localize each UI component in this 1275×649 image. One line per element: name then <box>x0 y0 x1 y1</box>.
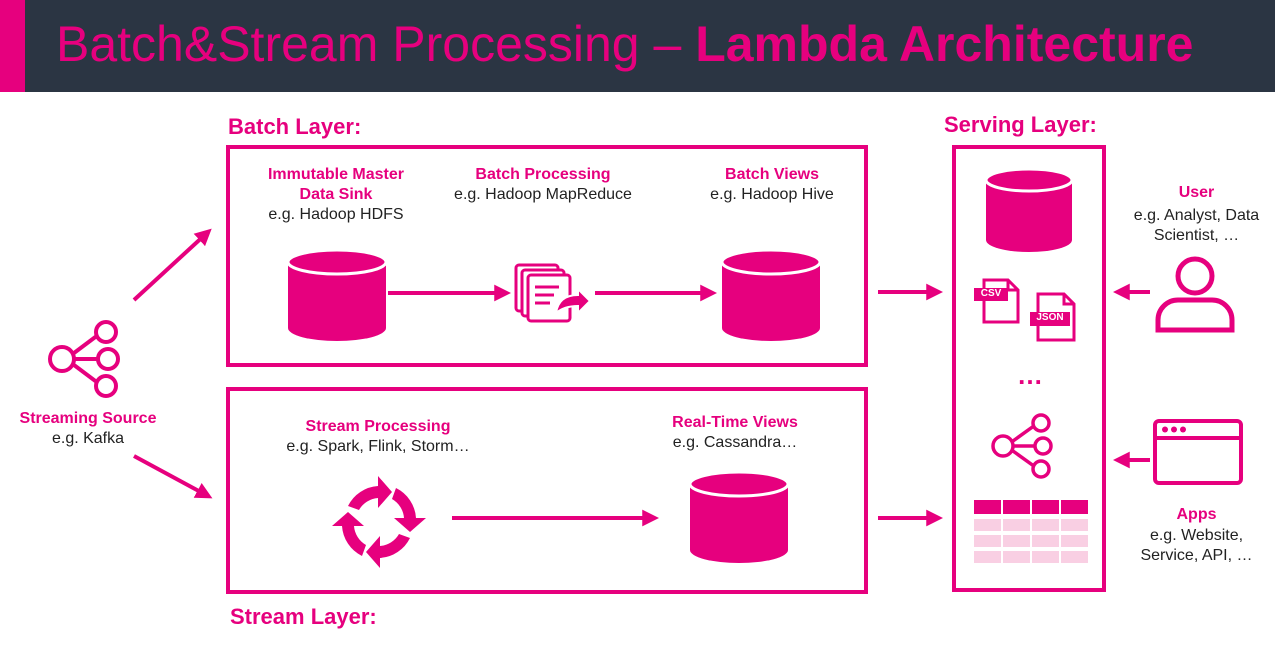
page-title: Batch&Stream Processing – Lambda Archite… <box>56 14 1193 74</box>
stream-layer-label: Stream Layer: <box>230 604 377 629</box>
sink-title-2: Data Sink <box>299 186 373 203</box>
stream-processing-example: e.g. Spark, Flink, Storm… <box>286 438 470 455</box>
share-icon <box>991 413 1053 479</box>
refresh-cycle-icon <box>332 476 426 568</box>
document-process-icon <box>514 263 592 323</box>
title-regular: Batch&Stream Processing – <box>56 16 696 72</box>
source-example: e.g. Kafka <box>51 430 125 447</box>
database-icon <box>984 168 1074 252</box>
database-icon <box>720 248 822 341</box>
user-title: User <box>1178 184 1215 201</box>
apps-example-2: Service, API, … <box>1140 547 1253 564</box>
realtime-views-example: e.g. Cassandra… <box>672 434 798 451</box>
table-icon <box>974 500 1088 563</box>
arrow-source-to-batch <box>132 228 212 302</box>
batch-processing-title: Batch Processing <box>475 166 611 183</box>
batch-views-example: e.g. Hadoop Hive <box>710 186 834 203</box>
user-example-1: e.g. Analyst, Data <box>1133 207 1260 224</box>
csv-label: CSV <box>980 288 1002 299</box>
user-example-2: Scientist, … <box>1153 227 1240 244</box>
file-formats-icon <box>974 278 1076 342</box>
title-bar: Batch&Stream Processing – Lambda Archite… <box>0 0 1275 92</box>
sink-title-1: Immutable Master <box>267 166 405 183</box>
user-icon <box>1155 256 1235 333</box>
batch-layer-label: Batch Layer: <box>228 114 362 139</box>
json-label: JSON <box>1036 312 1064 323</box>
realtime-views-title: Real-Time Views <box>672 414 798 431</box>
title-accent-bar <box>0 0 25 92</box>
stream-processing-title: Stream Processing <box>305 418 451 435</box>
apps-title: Apps <box>1176 506 1217 523</box>
database-icon <box>286 248 388 341</box>
source-title: Streaming Source <box>19 410 157 427</box>
title-bold: Lambda Architecture <box>695 16 1194 72</box>
serving-layer-label: Serving Layer: <box>944 112 1097 137</box>
batch-views-title: Batch Views <box>725 166 819 183</box>
sink-example: e.g. Hadoop HDFS <box>268 206 404 223</box>
browser-window-icon <box>1153 419 1243 485</box>
batch-processing-example: e.g. Hadoop MapReduce <box>454 186 632 203</box>
arrow-source-to-stream <box>133 454 213 499</box>
database-icon <box>688 470 790 563</box>
apps-example-1: e.g. Website, <box>1149 527 1244 544</box>
serving-ellipsis: … <box>1017 360 1043 390</box>
share-icon <box>48 320 120 398</box>
